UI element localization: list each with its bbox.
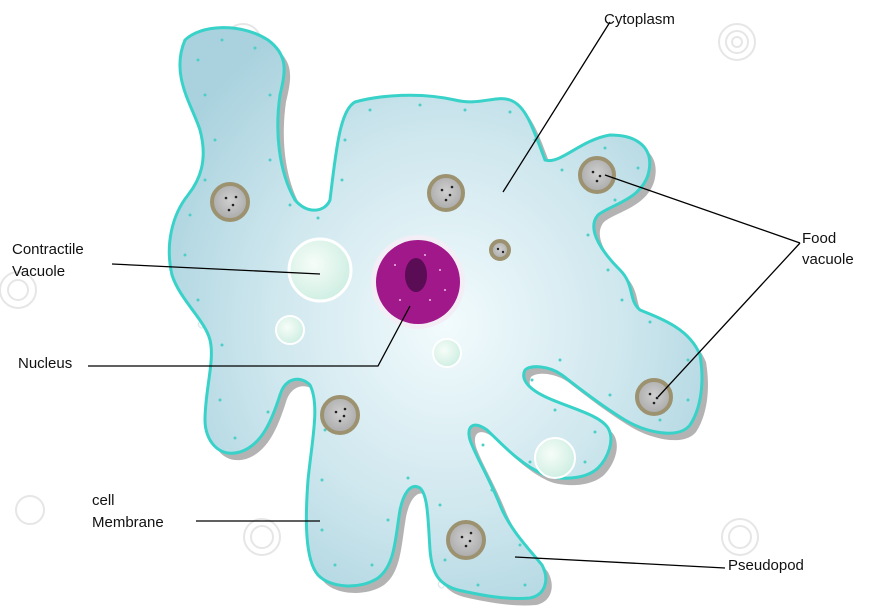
- small-vacuole: [276, 316, 304, 344]
- food-vacuole: [448, 522, 484, 558]
- label-nucleus: Nucleus: [18, 354, 72, 374]
- label-cell-membrane-line2: Membrane: [92, 513, 164, 533]
- food-vacuole: [491, 241, 509, 259]
- food-vacuole: [212, 184, 248, 220]
- nucleolus: [405, 258, 427, 292]
- food-vacuole-leader: [658, 243, 800, 397]
- label-pseudopod: Pseudopod: [728, 556, 804, 576]
- food-vacuole: [322, 397, 358, 433]
- food-vacuole: [637, 380, 671, 414]
- food-vacuole: [429, 176, 463, 210]
- label-food-vacuole-line2: vacuole: [802, 250, 854, 270]
- label-cytoplasm: Cytoplasm: [604, 10, 675, 30]
- contractile-vacuole: [289, 239, 351, 301]
- nucleus: [371, 235, 465, 329]
- pseudopod-leader: [515, 557, 725, 568]
- food-vacuole-leader: [605, 175, 800, 243]
- small-vacuole: [535, 438, 575, 478]
- food-vacuole: [580, 158, 614, 192]
- small-vacuole: [433, 339, 461, 367]
- label-food-vacuole-line1: Food: [802, 229, 836, 249]
- label-contractile-vacuole-line1: Contractile: [12, 240, 84, 260]
- label-contractile-vacuole-line2: Vacuole: [12, 262, 65, 282]
- label-cell-membrane-line1: cell: [92, 491, 115, 511]
